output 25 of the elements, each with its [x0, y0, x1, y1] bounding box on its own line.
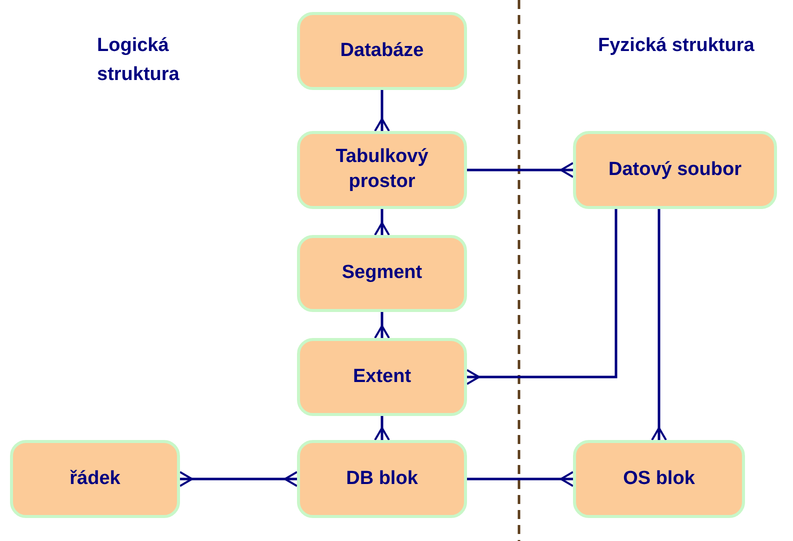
entity-name: DB blok — [346, 466, 418, 491]
entity-box — [297, 440, 467, 518]
entity-box — [297, 338, 467, 416]
entity-name: OS blok — [623, 466, 695, 491]
entity-box — [297, 235, 467, 312]
entity-name: řádek — [70, 466, 120, 491]
connector-line — [374, 90, 390, 132]
entity-box — [297, 12, 467, 90]
section-heading: Logická struktura — [97, 34, 180, 86]
entity-box — [10, 440, 180, 518]
connector-line — [179, 471, 298, 487]
entity-box — [573, 440, 745, 518]
entity-name: Databáze — [340, 38, 424, 63]
connector-line — [466, 209, 618, 385]
section-heading: Fyzická struktura — [598, 34, 756, 58]
entity-box — [573, 131, 777, 209]
connector-line — [651, 209, 667, 441]
entity-name: Segment — [342, 261, 422, 286]
connector-line — [374, 416, 390, 441]
entity-box — [297, 131, 467, 209]
connector-line — [467, 162, 574, 178]
entity-name: Datový soubor — [608, 158, 742, 182]
entity-name: Extent — [352, 364, 412, 389]
entity-name: Tabulkový prostor — [334, 145, 430, 194]
connector-line — [467, 471, 574, 487]
